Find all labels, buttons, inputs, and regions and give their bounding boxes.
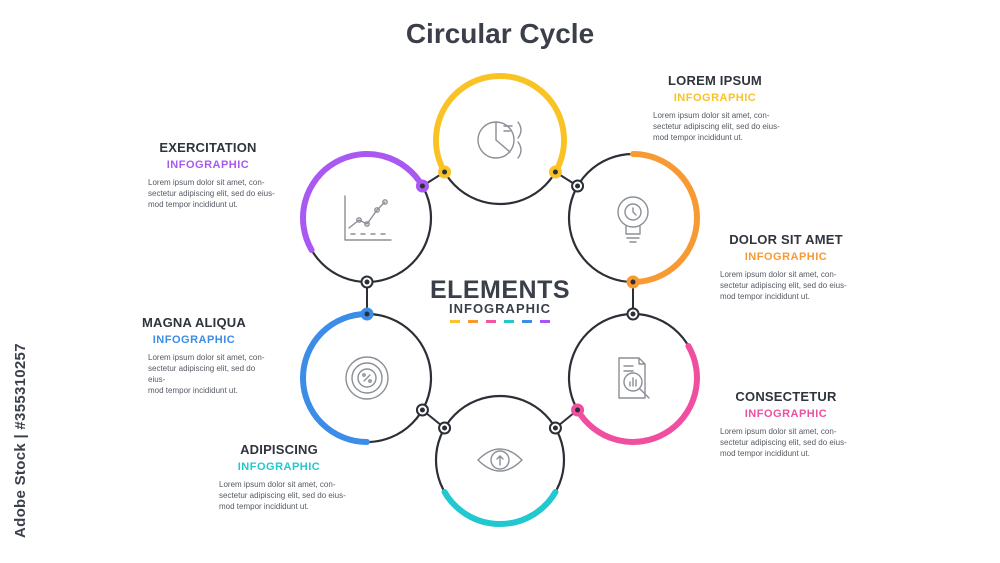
step-body: Lorem ipsum dolor sit amet, con-sectetur… bbox=[148, 178, 275, 209]
icons bbox=[344, 121, 650, 472]
center-dash bbox=[540, 320, 550, 323]
connector-dot-center bbox=[552, 425, 558, 431]
step-circle-arc bbox=[630, 151, 700, 285]
center-dash bbox=[522, 320, 532, 323]
step-subheading: INFOGRAPHIC bbox=[152, 334, 236, 346]
line-graph-icon bbox=[344, 195, 392, 241]
step-subheading: INFOGRAPHIC bbox=[673, 92, 757, 104]
dots bbox=[360, 165, 640, 435]
step-label-lorem-ipsum: LOREM IPSUM INFOGRAPHIC Lorem ipsum dolo… bbox=[635, 73, 795, 143]
step-body: Lorem ipsum dolor sit amet, con-sectetur… bbox=[720, 427, 847, 458]
step-circle-arc bbox=[441, 489, 559, 527]
side-caption: Adobe Stock | #355310257 bbox=[12, 343, 29, 538]
step-label-adipiscing: ADIPISCING INFOGRAPHIC Lorem ipsum dolor… bbox=[199, 442, 359, 512]
step-label-consectetur: CONSECTETUR INFOGRAPHIC Lorem ipsum dolo… bbox=[706, 389, 866, 459]
document-search-icon bbox=[618, 357, 650, 399]
step-subheading: INFOGRAPHIC bbox=[744, 408, 828, 420]
center-dash bbox=[504, 320, 514, 323]
step-subheading: INFOGRAPHIC bbox=[744, 251, 828, 263]
connector-dot-center bbox=[419, 407, 425, 413]
percent-target-icon bbox=[345, 356, 389, 400]
step-subheading: INFOGRAPHIC bbox=[237, 461, 321, 473]
connector-dot-center bbox=[630, 279, 636, 285]
step-body: Lorem ipsum dolor sit amet, con-sectetur… bbox=[653, 111, 780, 142]
connector-dot-center bbox=[575, 183, 581, 189]
center-dash bbox=[450, 320, 460, 323]
step-circle-arc bbox=[574, 343, 700, 445]
pie-chart-icon bbox=[477, 121, 522, 159]
center-dashes bbox=[0, 320, 1000, 323]
connector-dot-center bbox=[575, 407, 581, 413]
step-body: Lorem ipsum dolor sit amet, con-sectetur… bbox=[219, 480, 346, 511]
lightbulb-icon bbox=[617, 196, 649, 243]
step-heading: CONSECTETUR bbox=[735, 389, 837, 404]
center-subtitle: INFOGRAPHIC bbox=[449, 301, 551, 316]
step-label-magna-aliqua: MAGNA ALIQUA INFOGRAPHIC Lorem ipsum dol… bbox=[114, 315, 274, 396]
step-body: Lorem ipsum dolor sit amet, con-sectetur… bbox=[148, 353, 265, 395]
step-circle-arc bbox=[300, 151, 426, 253]
step-subheading: INFOGRAPHIC bbox=[166, 159, 250, 171]
step-heading: ADIPISCING bbox=[240, 442, 318, 457]
step-circle-arc bbox=[300, 311, 370, 445]
connector-dot-center bbox=[442, 425, 448, 431]
connector-dot-center bbox=[364, 279, 370, 285]
step-label-exercitation: EXERCITATION INFOGRAPHIC Lorem ipsum dol… bbox=[128, 140, 288, 210]
step-heading: LOREM IPSUM bbox=[668, 73, 762, 88]
step-label-dolor-sit-amet: DOLOR SIT AMET INFOGRAPHIC Lorem ipsum d… bbox=[706, 232, 866, 302]
eye-icon bbox=[477, 448, 523, 472]
connector-dot-center bbox=[552, 169, 558, 175]
center-title: ELEMENTS bbox=[429, 276, 571, 304]
page-title: Circular Cycle bbox=[405, 18, 595, 49]
connector-dot-center bbox=[364, 311, 370, 317]
step-heading: MAGNA ALIQUA bbox=[142, 315, 246, 330]
step-circle-arc bbox=[433, 73, 567, 175]
connector-dot-center bbox=[630, 311, 636, 317]
step-heading: DOLOR SIT AMET bbox=[729, 232, 843, 247]
center-dash bbox=[486, 320, 496, 323]
step-body: Lorem ipsum dolor sit amet, con-sectetur… bbox=[720, 270, 847, 301]
connector-dot-center bbox=[442, 169, 448, 175]
step-heading: EXERCITATION bbox=[159, 140, 257, 155]
connector-dot-center bbox=[419, 183, 425, 189]
center-dash bbox=[468, 320, 478, 323]
